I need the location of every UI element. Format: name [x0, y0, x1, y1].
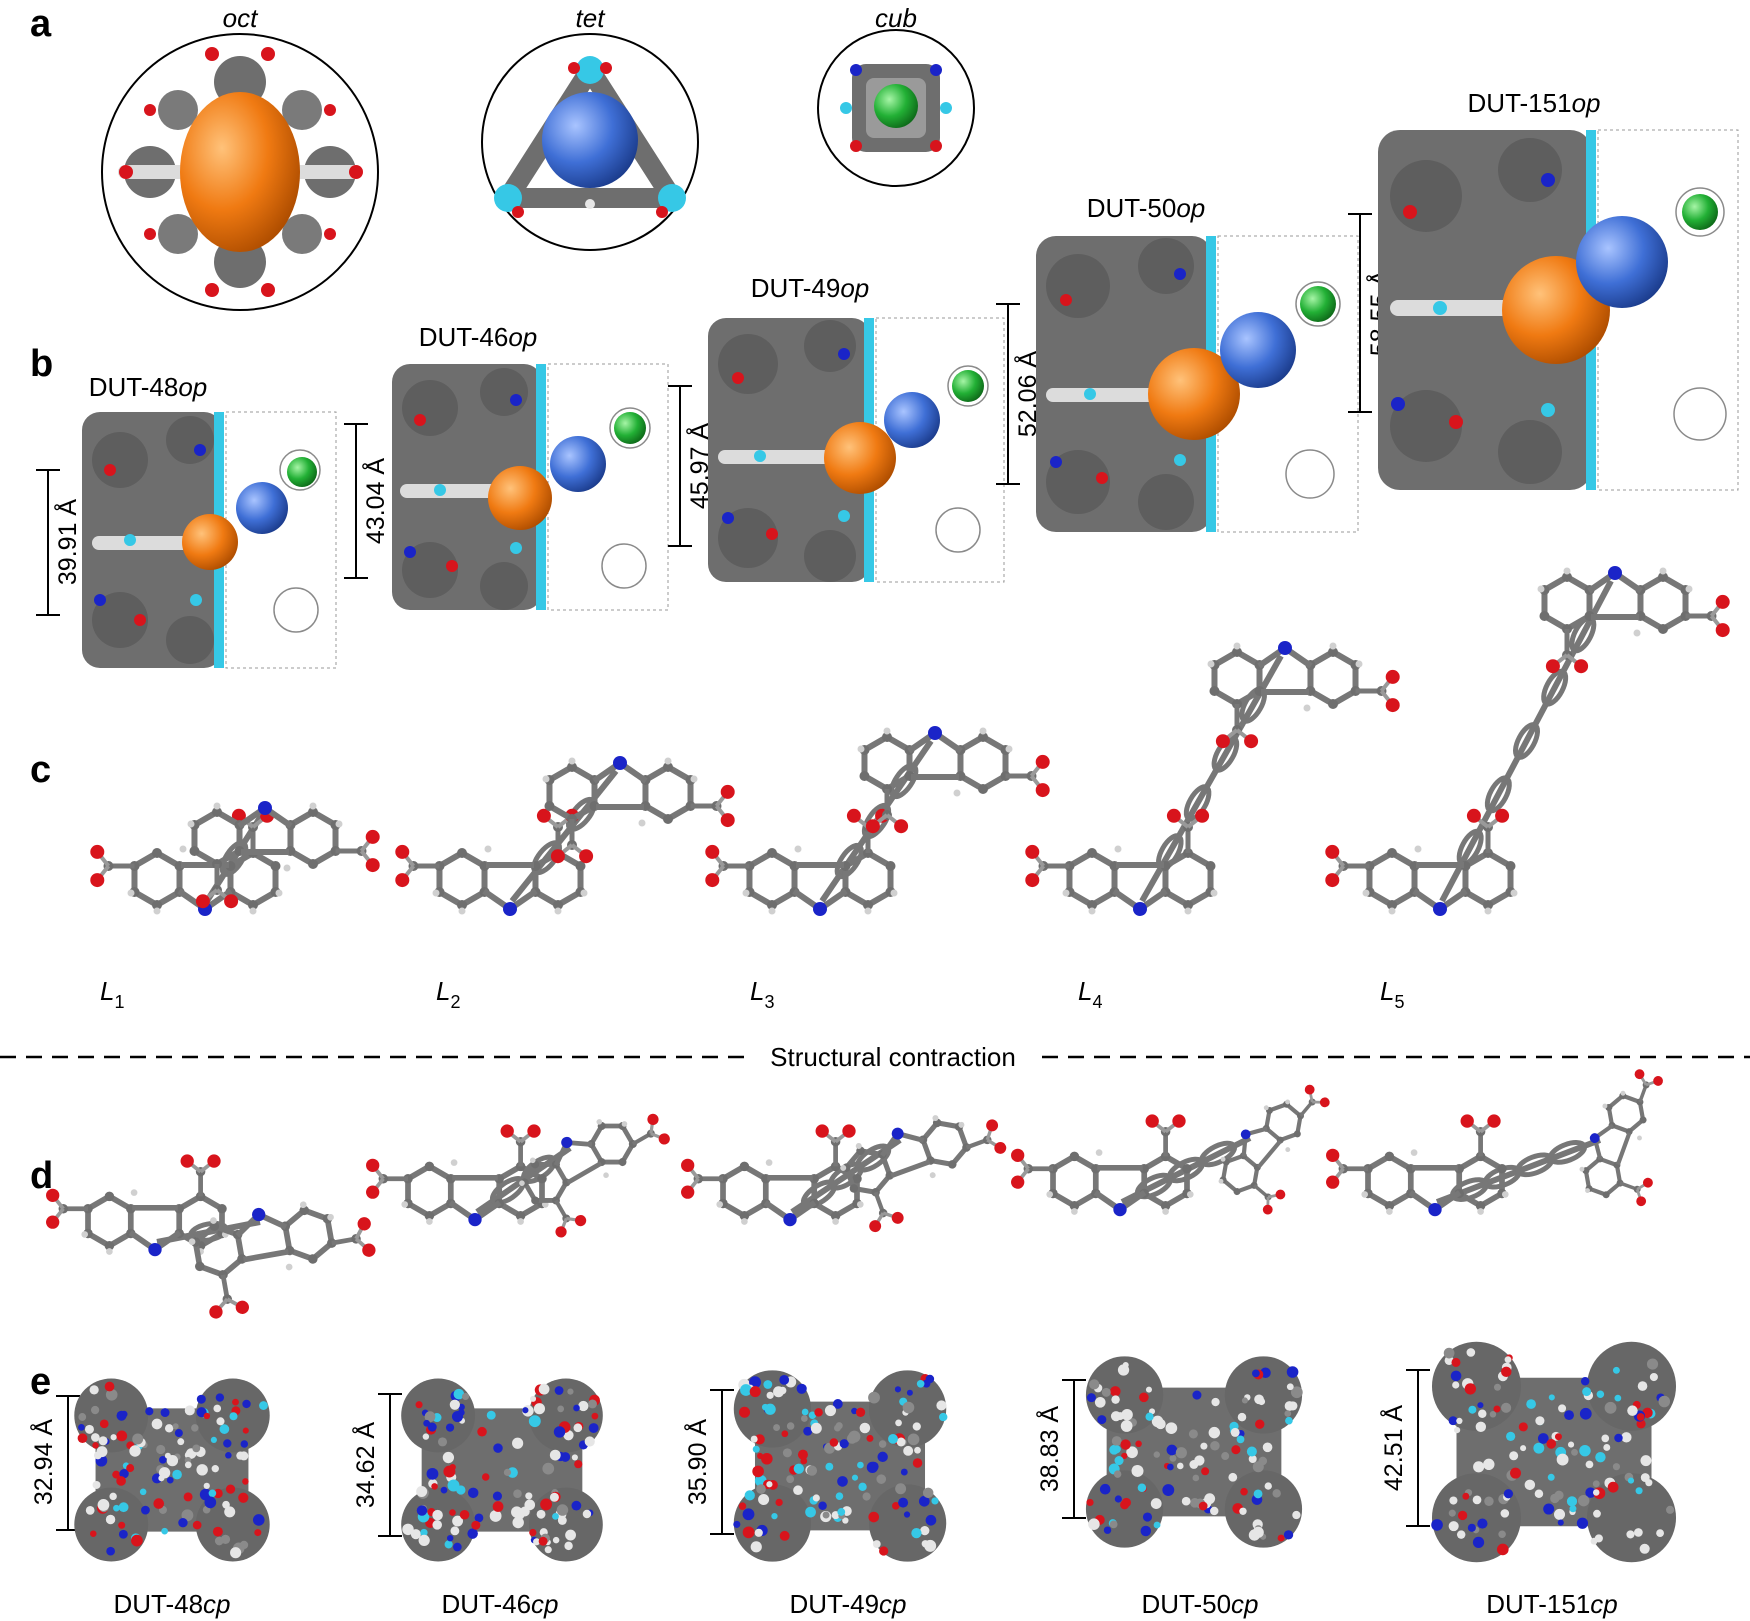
cp-framework-model-dut-46	[401, 1378, 603, 1562]
op-framework-model-dut-151	[1378, 129, 1739, 491]
cage-cub: cub	[817, 3, 975, 187]
cp-dimension-dut-151: 42.51 Å	[1378, 1405, 1408, 1492]
cp-framework-model-dut-49	[733, 1370, 948, 1562]
ligand-l2-model	[395, 756, 735, 916]
op-title-dut-151: DUT-151op	[1468, 88, 1601, 118]
ligand-labels: L1 L2 L3 L4 L5	[100, 976, 1404, 1012]
ligand-row	[90, 566, 1730, 916]
cage-oct: oct	[101, 3, 379, 311]
cp-title-dut-49: DUT-49cp	[789, 1589, 906, 1619]
op-dimension-dut-48: 39.91 Å	[52, 499, 82, 586]
cage-tet: tet	[481, 3, 699, 251]
ligand-l5-model	[1325, 566, 1730, 916]
ligand-l3-model	[705, 726, 1050, 916]
op-title-dut-48: DUT-48op	[89, 372, 208, 402]
op-dimension-bar-dut-46: 43.04 Å	[344, 423, 390, 579]
ligand-l1-model	[90, 801, 380, 916]
cp-structure-dut-46: 34.62 Å DUT-46cp	[350, 1378, 603, 1619]
cage-oct-sphere	[180, 92, 300, 252]
ligand-label-l3: L3	[750, 976, 774, 1012]
cp-title-dut-48: DUT-48cp	[113, 1589, 230, 1619]
cp-structure-dut-48: 32.94 Å DUT-48cp	[28, 1378, 270, 1619]
op-structure-dut-50: DUT-50op 52.06 Å	[996, 193, 1359, 533]
op-dimension-bar-dut-49: 45.97 Å	[668, 385, 714, 547]
contracted-ligand-row	[46, 1069, 1663, 1319]
op-structure-dut-151: DUT-151op 58.55 Å	[1348, 88, 1739, 491]
cp-dimension-bar-dut-48: 32.94 Å	[28, 1395, 80, 1531]
op-dimension-dut-46: 43.04 Å	[360, 458, 390, 545]
contracted-ligand-2-model	[366, 1113, 670, 1238]
panel-label-c: c	[30, 749, 51, 791]
contracted-ligand-5-model	[1326, 1069, 1663, 1217]
cp-dimension-bar-dut-49: 35.90 Å	[682, 1389, 734, 1535]
panel-label-a: a	[30, 3, 52, 45]
cp-title-dut-151: DUT-151cp	[1486, 1589, 1618, 1619]
structural-contraction-divider: Structural contraction	[0, 1042, 1750, 1072]
op-framework-model-dut-49	[708, 317, 1005, 583]
divider-text: Structural contraction	[770, 1042, 1016, 1072]
ligand-label-l2: L2	[436, 976, 460, 1012]
contracted-ligand-1-model	[46, 1154, 376, 1319]
op-structure-dut-46: DUT-46op 43.04 Å	[344, 322, 669, 611]
cp-framework-model-dut-50	[1085, 1356, 1303, 1548]
cage-oct-label: oct	[223, 3, 259, 33]
cage-tet-label: tet	[576, 3, 607, 33]
cp-dimension-dut-46: 34.62 Å	[350, 1422, 380, 1509]
contracted-ligand-4-model	[1011, 1084, 1330, 1217]
panel-label-d: d	[30, 1155, 53, 1197]
op-framework-model-dut-50	[1036, 235, 1359, 533]
op-framework-model-dut-46	[392, 363, 669, 611]
ligand-l4-model	[1025, 641, 1400, 916]
cp-dimension-bar-dut-50: 38.83 Å	[1034, 1379, 1086, 1519]
cp-framework-model-dut-48	[74, 1378, 270, 1562]
cage-tet-sphere	[542, 92, 638, 188]
cp-dimension-dut-49: 35.90 Å	[682, 1419, 712, 1506]
contracted-ligand-3-model	[681, 1115, 1007, 1233]
cp-framework-model-dut-151	[1431, 1341, 1677, 1563]
cp-title-dut-50: DUT-50cp	[1141, 1589, 1258, 1619]
cp-structure-dut-49: 35.90 Å DUT-49cp	[682, 1370, 948, 1619]
op-structure-dut-49: DUT-49op 45.97 Å	[668, 273, 1005, 583]
cp-dimension-bar-dut-151: 42.51 Å	[1378, 1369, 1430, 1527]
op-dimension-bar-dut-50: 52.06 Å	[996, 303, 1042, 485]
cage-cub-sphere	[874, 84, 918, 128]
op-title-dut-50: DUT-50op	[1087, 193, 1206, 223]
ligand-label-l4: L4	[1078, 976, 1102, 1012]
cp-structure-dut-50: 38.83 Å DUT-50cp	[1034, 1356, 1303, 1619]
op-title-dut-49: DUT-49op	[751, 273, 870, 303]
panel-label-e: e	[30, 1361, 51, 1403]
op-framework-model-dut-48	[82, 411, 337, 669]
op-title-dut-46: DUT-46op	[419, 322, 538, 352]
cp-title-dut-46: DUT-46cp	[441, 1589, 558, 1619]
op-structure-dut-48: DUT-48op 39.91 Å	[36, 372, 337, 669]
ligand-label-l5: L5	[1380, 976, 1404, 1012]
cage-cub-label: cub	[875, 3, 917, 33]
op-dimension-bar-dut-48: 39.91 Å	[36, 469, 82, 616]
cp-structure-dut-151: 42.51 Å DUT-151cp	[1378, 1341, 1677, 1619]
cp-dimension-dut-48: 32.94 Å	[28, 1419, 58, 1506]
cp-dimension-bar-dut-46: 34.62 Å	[350, 1393, 402, 1537]
cp-dimension-dut-50: 38.83 Å	[1034, 1406, 1064, 1493]
ligand-label-l1: L1	[100, 976, 124, 1012]
panel-label-b: b	[30, 343, 53, 385]
